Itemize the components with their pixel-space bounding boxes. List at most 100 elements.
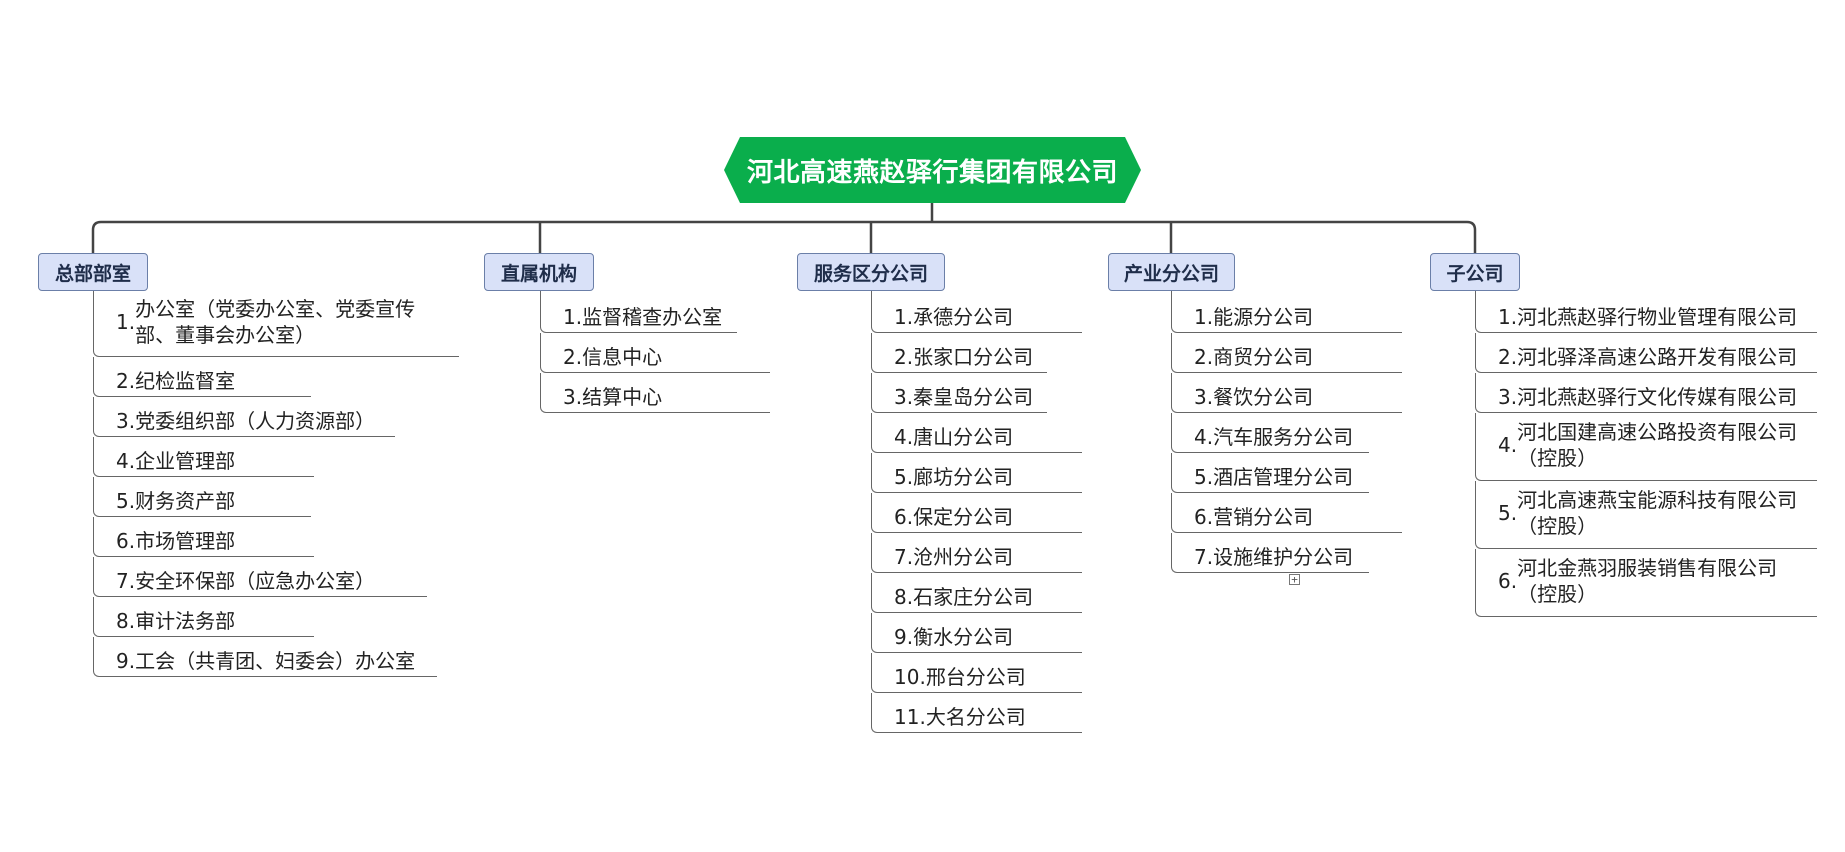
list-item[interactable]: 3.党委组织部（人力资源部） [93, 397, 395, 437]
list-item[interactable]: 9.工会（共青团、妇委会）办公室 [93, 637, 437, 677]
item-label: 设施维护分公司 [1213, 545, 1354, 569]
item-label: 秦皇岛分公司 [913, 385, 1034, 409]
item-label: 沧州分公司 [913, 545, 1014, 569]
item-label: 能源分公司 [1213, 305, 1314, 329]
item-number: 3. [116, 409, 136, 433]
item-label: 财务资产部 [135, 489, 236, 513]
list-item[interactable]: 4. 河北国建高速公路投资有限公司（控股） [1475, 413, 1817, 481]
item-label: 安全环保部（应急办公室） [135, 569, 376, 593]
item-number: 4. [1498, 432, 1518, 457]
item-number: 6. [1498, 568, 1518, 593]
list-item[interactable]: 5.廊坊分公司 [871, 453, 1082, 493]
item-label: 商贸分公司 [1213, 345, 1314, 369]
item-number: 2. [563, 345, 583, 369]
list-item[interactable]: 3.秦皇岛分公司 [871, 373, 1047, 413]
item-label: 市场管理部 [135, 529, 236, 553]
list-item[interactable]: 4.汽车服务分公司 [1171, 413, 1369, 453]
item-number: 6. [116, 529, 136, 553]
item-label: 河北燕赵驿行文化传媒有限公司 [1517, 385, 1798, 409]
list-item[interactable]: 6.营销分公司 [1171, 493, 1402, 533]
item-number: 4. [116, 449, 136, 473]
branch-service-area-branches[interactable]: 服务区分公司 [797, 253, 945, 291]
item-label: 廊坊分公司 [913, 465, 1014, 489]
list-item[interactable]: 7.安全环保部（应急办公室） [93, 557, 427, 597]
item-number: 3. [563, 385, 583, 409]
list-item[interactable]: 8.审计法务部 [93, 597, 314, 637]
item-label: 河北高速燕宝能源科技有限公司（控股） [1517, 487, 1798, 538]
list-item[interactable]: 6. 河北金燕羽服装销售有限公司（控股） [1475, 549, 1817, 617]
list-item[interactable]: 11.大名分公司 [871, 693, 1082, 733]
item-number: 1. [563, 305, 583, 329]
item-label: 信息中心 [582, 345, 663, 369]
item-label: 邢台分公司 [925, 665, 1026, 689]
item-label: 企业管理部 [135, 449, 236, 473]
list-item[interactable]: 3.结算中心 [540, 373, 770, 413]
item-label: 营销分公司 [1213, 505, 1314, 529]
list-item[interactable]: 10.邢台分公司 [871, 653, 1082, 693]
item-number: 2. [894, 345, 914, 369]
item-label: 保定分公司 [913, 505, 1014, 529]
branch-direct-institutions[interactable]: 直属机构 [484, 253, 594, 291]
list-item[interactable]: 5.财务资产部 [93, 477, 311, 517]
list-item[interactable]: 1.河北燕赵驿行物业管理有限公司 [1475, 291, 1817, 333]
expand-collapse-icon[interactable]: + [1289, 574, 1300, 585]
list-item[interactable]: 5.酒店管理分公司 [1171, 453, 1369, 493]
item-number: 8. [116, 609, 136, 633]
list-item[interactable]: 1.能源分公司 [1171, 291, 1402, 333]
item-number: 4. [894, 425, 914, 449]
item-number: 1. [116, 309, 136, 334]
item-label: 汽车服务分公司 [1213, 425, 1354, 449]
item-number: 5. [894, 465, 914, 489]
list-item[interactable]: 2.商贸分公司 [1171, 333, 1402, 373]
list-item[interactable]: 2.纪检监督室 [93, 357, 311, 397]
list-item[interactable]: 2.张家口分公司 [871, 333, 1047, 373]
item-label: 河北金燕羽服装销售有限公司（控股） [1517, 555, 1778, 606]
list-item[interactable]: 2.河北驿泽高速公路开发有限公司 [1475, 333, 1817, 373]
item-number: 9. [116, 649, 136, 673]
item-number: 7. [894, 545, 914, 569]
branch-industry-branches[interactable]: 产业分公司 [1108, 253, 1235, 291]
list-item[interactable]: 5. 河北高速燕宝能源科技有限公司（控股） [1475, 481, 1817, 549]
list-item[interactable]: 7.沧州分公司 [871, 533, 1082, 573]
item-label: 河北国建高速公路投资有限公司（控股） [1517, 419, 1798, 470]
list-item[interactable]: 2.信息中心 [540, 333, 770, 373]
item-number: 1. [1194, 305, 1214, 329]
list-item[interactable]: 4.企业管理部 [93, 437, 314, 477]
list-item[interactable]: 4.唐山分公司 [871, 413, 1082, 453]
root-topic[interactable]: 河北高速燕赵驿行集团有限公司 [724, 137, 1141, 203]
list-item[interactable]: 3.餐饮分公司 [1171, 373, 1402, 413]
item-label: 石家庄分公司 [913, 585, 1034, 609]
item-number: 2. [1194, 345, 1214, 369]
item-label: 衡水分公司 [913, 625, 1014, 649]
item-number: 8. [894, 585, 914, 609]
item-number: 3. [1498, 385, 1518, 409]
item-label: 纪检监督室 [135, 369, 236, 393]
item-number: 5. [1498, 500, 1518, 525]
item-number: 6. [894, 505, 914, 529]
item-label: 监督稽查办公室 [582, 305, 723, 329]
list-item[interactable]: 1.监督稽查办公室 [540, 291, 737, 333]
item-number: 7. [116, 569, 136, 593]
branch-headquarters-departments[interactable]: 总部部室 [38, 253, 148, 291]
list-item[interactable]: 6.保定分公司 [871, 493, 1082, 533]
branch-subsidiaries[interactable]: 子公司 [1430, 253, 1520, 291]
item-number: 9. [894, 625, 914, 649]
item-number: 1. [894, 305, 914, 329]
list-item[interactable]: 6.市场管理部 [93, 517, 314, 557]
item-number: 11. [894, 705, 926, 729]
item-number: 5. [116, 489, 136, 513]
list-item[interactable]: 1.承德分公司 [871, 291, 1082, 333]
list-item[interactable]: 7.设施维护分公司 [1171, 533, 1369, 573]
list-item[interactable]: 1. 办公室（党委办公室、党委宣传部、董事会办公室） [93, 291, 459, 357]
list-item[interactable]: 8.石家庄分公司 [871, 573, 1082, 613]
hexagon-shape [724, 137, 1141, 203]
list-item[interactable]: 3.河北燕赵驿行文化传媒有限公司 [1475, 373, 1817, 413]
item-label: 结算中心 [582, 385, 663, 409]
item-label: 张家口分公司 [913, 345, 1034, 369]
item-label: 审计法务部 [135, 609, 236, 633]
item-number: 7. [1194, 545, 1214, 569]
item-number: 10. [894, 665, 926, 689]
root-topic-label: 河北高速燕赵驿行集团有限公司 [746, 157, 1118, 188]
list-item[interactable]: 9.衡水分公司 [871, 613, 1082, 653]
